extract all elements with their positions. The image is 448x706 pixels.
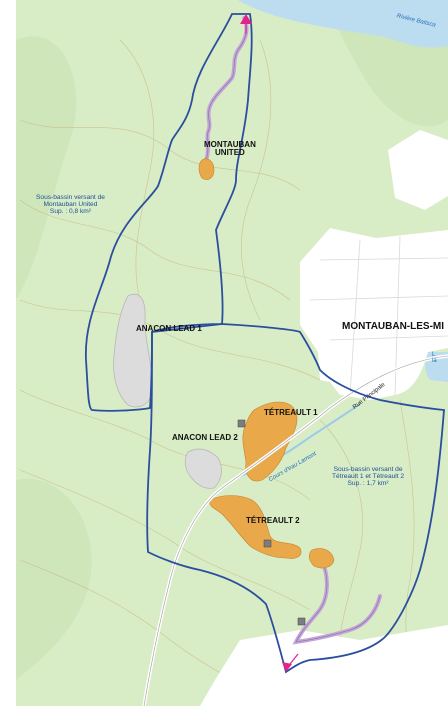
watershed-boundary-montauban-united bbox=[85, 13, 253, 412]
town-label: MONTAUBAN-LES-MI bbox=[342, 321, 445, 332]
terrain-patch bbox=[16, 478, 92, 680]
stream-lower-border bbox=[295, 559, 381, 643]
lake-label: L la bbox=[432, 352, 437, 365]
building-square-icon bbox=[297, 617, 306, 626]
tailings-tetreault-2 bbox=[209, 495, 302, 559]
site-label-tetreault-1: TÉTREAULT 1 bbox=[264, 408, 318, 417]
tailings-montauban-united bbox=[198, 158, 215, 180]
urban-area bbox=[388, 130, 448, 210]
left-margin bbox=[0, 0, 16, 706]
basin-label-tetreault: Sous-bassin versant de Tétreault 1 et Té… bbox=[332, 466, 405, 487]
site-label-anacon-lead-2: ANACON LEAD 2 bbox=[172, 433, 238, 442]
building-square-icon bbox=[263, 539, 272, 548]
arrow-outfall-icon bbox=[282, 653, 299, 672]
urban-area bbox=[200, 625, 448, 706]
tailings-tetreault-1 bbox=[242, 401, 298, 482]
stream-upper-border bbox=[205, 17, 247, 161]
tailings-anacon-lead-1 bbox=[113, 293, 153, 408]
urban-area bbox=[300, 228, 448, 400]
building-square-icon bbox=[237, 419, 246, 428]
road-rue-principale-edge bbox=[143, 355, 448, 706]
site-label-tetreault-2: TÉTREAULT 2 bbox=[246, 516, 300, 525]
urban-street-grid bbox=[309, 235, 448, 396]
watershed-boundary-tetreault bbox=[146, 323, 445, 674]
basin-label-montauban: Sous-bassin versant de Montauban United … bbox=[36, 194, 105, 215]
site-label-montauban-united: MONTAUBAN UNITED bbox=[204, 140, 256, 158]
water-body-river bbox=[238, 0, 448, 48]
arrow-outfall-icon bbox=[240, 14, 252, 34]
terrain-patch bbox=[16, 36, 77, 300]
site-label-anacon-lead-1: ANACON LEAD 1 bbox=[136, 324, 202, 333]
tailings-tetreault-2-east bbox=[308, 548, 335, 569]
tailings-anacon-lead-2 bbox=[184, 448, 222, 489]
